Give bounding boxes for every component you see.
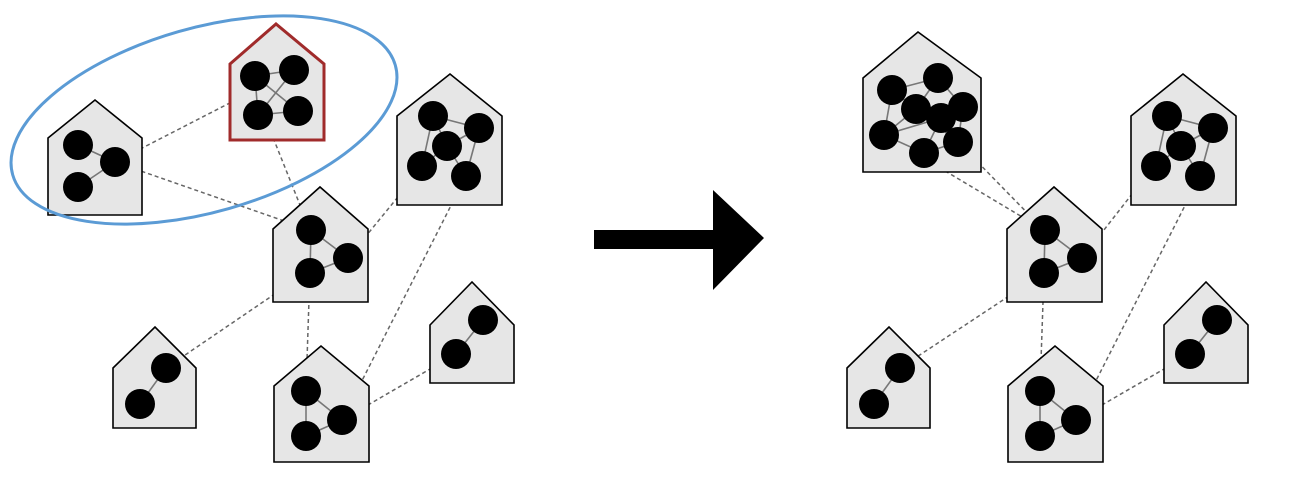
node-dot <box>151 353 181 383</box>
node-dot <box>240 61 270 91</box>
node-dot <box>333 243 363 273</box>
dashed-link <box>1081 165 1155 259</box>
house-d-right <box>1006 185 1103 303</box>
house-icon <box>429 280 515 384</box>
node-dot <box>451 161 481 191</box>
node-dot <box>1141 151 1171 181</box>
node-dot <box>859 389 889 419</box>
node-dot <box>1202 305 1232 335</box>
node-dot <box>1152 101 1182 131</box>
node-dot <box>468 305 498 335</box>
dashed-link <box>1075 175 1201 421</box>
node-dot <box>243 100 273 130</box>
house-b-highlighted <box>228 22 326 142</box>
node-dot <box>125 389 155 419</box>
node-dot <box>418 101 448 131</box>
node-dot <box>279 55 309 85</box>
house-g <box>429 280 515 384</box>
node-dot <box>295 258 325 288</box>
node-dot <box>432 131 462 161</box>
node-dot <box>407 151 437 181</box>
selection-ellipse <box>9 14 399 226</box>
node-dot <box>869 120 899 150</box>
arrow-right-icon <box>594 190 764 290</box>
house-g-right <box>1163 280 1249 384</box>
right-panel <box>846 30 1249 463</box>
node-dot <box>1061 405 1091 435</box>
house-c <box>396 72 503 206</box>
dashed-link <box>114 89 256 163</box>
node-dot <box>291 376 321 406</box>
house-c-right <box>1130 72 1237 206</box>
node-dot <box>327 405 357 435</box>
node-dot <box>100 147 130 177</box>
house-icon <box>1163 280 1249 384</box>
node-dot <box>63 130 93 160</box>
dashed-link <box>114 161 311 231</box>
dashed-link <box>1039 272 1045 391</box>
node-dot <box>464 113 494 143</box>
house-a <box>47 98 143 216</box>
left-panel <box>9 14 515 463</box>
node-dot <box>926 103 956 133</box>
dashed-link <box>341 175 467 421</box>
node-dot <box>923 63 953 93</box>
node-dot <box>1025 376 1055 406</box>
node-dot <box>1025 421 1055 451</box>
house-d <box>272 185 369 303</box>
node-dot <box>885 353 915 383</box>
house-e-right <box>846 325 931 429</box>
house-merged <box>862 30 982 173</box>
node-dot <box>901 94 931 124</box>
node-dot <box>296 215 326 245</box>
house-f-right <box>1007 344 1104 463</box>
node-dot <box>1030 215 1060 245</box>
node-dot <box>283 96 313 126</box>
node-dot <box>291 421 321 451</box>
house-f <box>273 344 370 463</box>
node-dot <box>1175 339 1205 369</box>
transform-arrow <box>594 190 764 290</box>
node-dot <box>1166 131 1196 161</box>
node-dot <box>1067 243 1097 273</box>
house-e <box>112 325 197 429</box>
node-dot <box>943 127 973 157</box>
node-dot <box>1029 258 1059 288</box>
node-dot <box>877 75 907 105</box>
node-dot <box>909 138 939 168</box>
node-dot <box>1185 161 1215 191</box>
node-dot <box>441 339 471 369</box>
node-dot <box>63 172 93 202</box>
node-dot <box>1198 113 1228 143</box>
